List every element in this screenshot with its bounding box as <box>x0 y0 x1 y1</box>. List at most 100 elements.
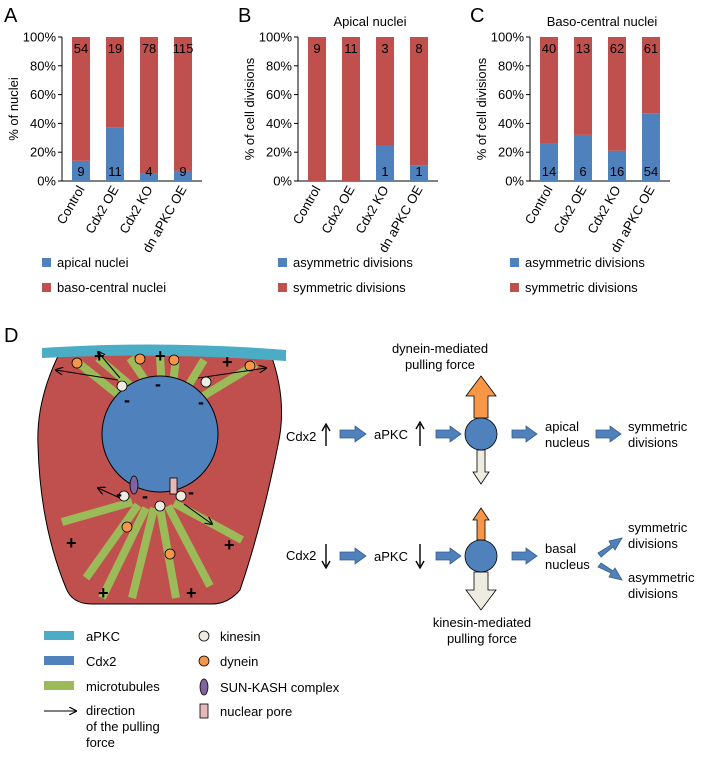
polarity-signs: + + + - - - - - - + + + + <box>66 346 235 603</box>
legend-swatch-sun-kash <box>199 678 209 696</box>
chart-a: 0%20%40%60%80%100%% of nuclei549Control1… <box>6 30 202 295</box>
y-tick-label: 0% <box>37 174 56 189</box>
bar-count-label: 62 <box>610 41 624 56</box>
legend-label: asymmetric divisions <box>525 255 645 270</box>
kinesin-motor <box>116 380 128 392</box>
pathway-arrow <box>339 547 367 565</box>
y-tick-label: 100% <box>259 30 293 45</box>
bar-segment-asymmetric <box>608 150 626 181</box>
legend-swatch <box>42 258 51 267</box>
apkc-down-arrow <box>415 544 425 570</box>
bar-count-label: 9 <box>77 164 84 179</box>
x-tick-label: Control <box>290 183 324 227</box>
legend-label: apical nuclei <box>57 255 129 270</box>
bar-count-label: 61 <box>644 41 658 56</box>
dynein-force-arrow <box>465 375 497 419</box>
y-axis-label: % of cell divisions <box>474 57 489 160</box>
bar-count-label: 78 <box>142 41 156 56</box>
pulling-direction-arrows <box>56 352 266 524</box>
bar-segment-symmetric <box>642 37 660 114</box>
bar-segment-symmetric <box>410 37 428 166</box>
dynein-motor <box>168 354 180 366</box>
row2-nucleus-line2: nucleus <box>545 557 590 572</box>
pathway-diagram: dynein-mediated pulling force Cdx2 aPKC … <box>286 341 695 646</box>
bar-segment-baso-central <box>106 37 124 128</box>
legend-label: asymmetric divisions <box>293 255 413 270</box>
apical-nucleus-icon <box>464 417 498 451</box>
bar-segment-apical <box>72 160 90 181</box>
y-tick-label: 60% <box>30 87 56 102</box>
bar-count-label: 9 <box>313 41 320 56</box>
pathway-arrow <box>435 547 462 565</box>
chart-title: Baso-central nuclei <box>547 14 658 29</box>
legend-label: baso-central nuclei <box>57 280 166 295</box>
y-axis-label: % of nuclei <box>6 77 21 141</box>
y-tick-label: 80% <box>498 58 524 73</box>
legend-swatch <box>510 258 519 267</box>
pathway-arrow <box>435 425 462 443</box>
row2-cdx2-label: Cdx2 <box>286 548 316 563</box>
x-tick-label: Control <box>522 183 556 227</box>
dynein-motor <box>134 353 146 365</box>
kinesin-motor <box>154 500 166 512</box>
pathway-arrow-up <box>597 537 623 558</box>
legend-label-apkc: aPKC <box>86 629 120 644</box>
bar-count-label: 19 <box>108 41 122 56</box>
y-tick-label: 40% <box>498 116 524 131</box>
chart-title: Apical nuclei <box>334 14 407 29</box>
y-tick-label: 60% <box>498 87 524 102</box>
bar-count-label: 1 <box>381 164 388 179</box>
minus-sign: - <box>124 390 130 410</box>
legend-label-direction-1: direction <box>86 703 135 718</box>
nuclear-pore <box>169 477 178 495</box>
legend-swatch-nuclear-pore <box>199 703 209 719</box>
plus-sign: + <box>155 346 166 366</box>
bar-count-label: 115 <box>173 41 194 56</box>
bar-segment-asymmetric <box>376 145 394 181</box>
bar-count-label: 54 <box>644 164 658 179</box>
bar-count-label: 6 <box>579 164 586 179</box>
y-tick-label: 20% <box>498 145 524 160</box>
kinesin-force-arrow <box>472 449 490 485</box>
bar-segment-apical <box>140 173 158 181</box>
pathway-arrow <box>339 425 367 443</box>
x-tick-label: Control <box>54 183 88 227</box>
dynein-motor <box>71 357 83 369</box>
panel-label-d: D <box>4 325 18 347</box>
row2-outcome1-line2: divisions <box>628 536 678 551</box>
bar-segment-apical <box>174 170 192 181</box>
y-tick-label: 0% <box>273 174 292 189</box>
dynein-caption-line2: pulling force <box>405 357 475 372</box>
bar-segment-symmetric <box>342 37 360 181</box>
bar-segment-baso-central <box>72 37 90 161</box>
panel-label-b: B <box>238 5 251 27</box>
legend-label-direction-2: of the pulling <box>86 719 160 734</box>
schematic-legend: aPKC Cdx2 microtubules direction of the … <box>44 629 340 750</box>
minus-sign: - <box>155 374 161 394</box>
panel-label-a: A <box>4 5 18 27</box>
legend-swatch-apkc <box>44 631 74 640</box>
pathway-arrow <box>511 425 538 443</box>
bar-count-label: 9 <box>179 164 186 179</box>
legend-label-direction-3: force <box>86 735 115 750</box>
kinesin-caption-line2: pulling force <box>447 631 517 646</box>
legend-swatch-microtubules <box>44 681 74 690</box>
bar-count-label: 1 <box>415 164 422 179</box>
kinesin-caption-line1: kinesin-mediated <box>433 615 531 630</box>
y-tick-label: 80% <box>30 58 56 73</box>
legend-label-nuclear-pore: nuclear pore <box>220 704 292 719</box>
y-tick-label: 20% <box>266 145 292 160</box>
cdx2-up-arrow <box>321 422 331 446</box>
bar-segment-asymmetric <box>540 143 558 181</box>
y-tick-label: 0% <box>505 174 524 189</box>
y-axis-label: % of cell divisions <box>242 57 257 160</box>
dynein-motor <box>164 548 176 560</box>
plus-sign: + <box>94 346 105 366</box>
legend-swatch <box>278 258 287 267</box>
kinesin-motor <box>175 490 187 502</box>
apkc-layer <box>42 344 286 361</box>
legend-label-cdx2: Cdx2 <box>86 654 116 669</box>
y-tick-label: 60% <box>266 87 292 102</box>
